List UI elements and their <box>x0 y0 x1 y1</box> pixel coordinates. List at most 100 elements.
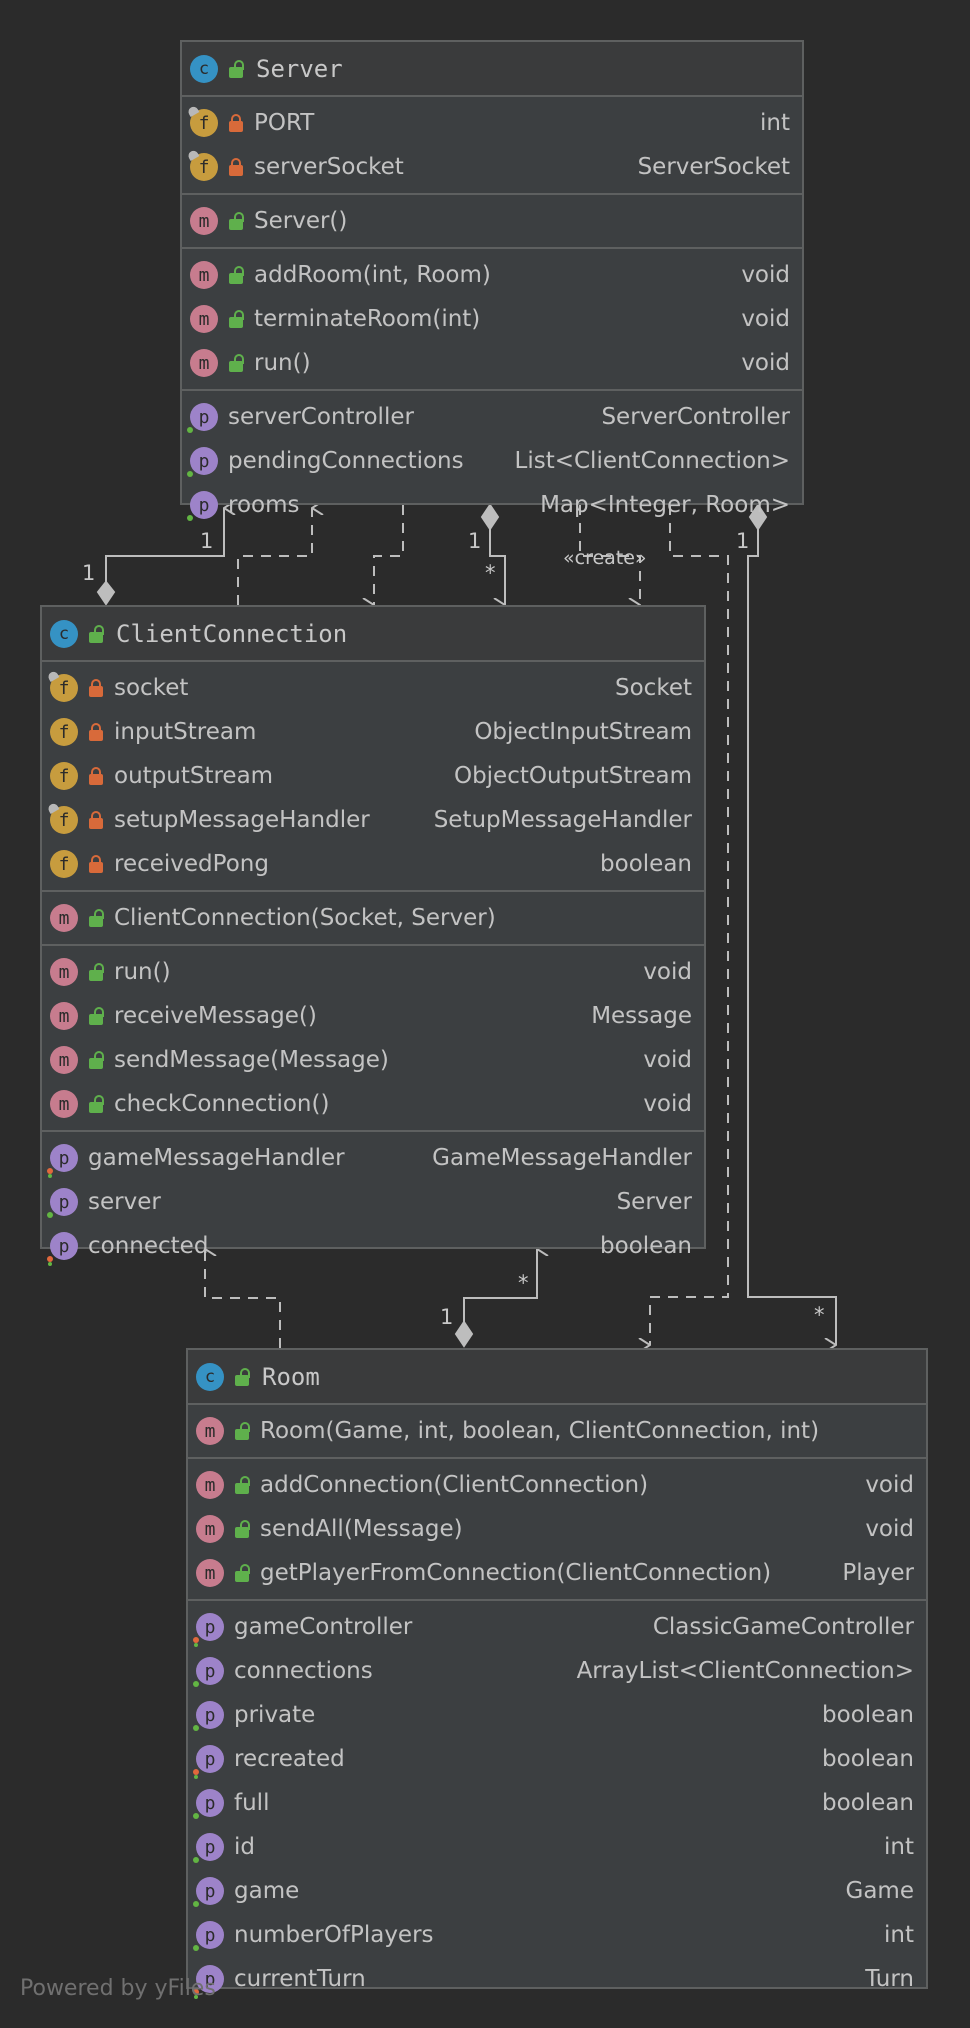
mult-label: 1 <box>736 529 749 553</box>
diamond-room <box>454 1320 474 1348</box>
property-row[interactable]: p connected boolean <box>42 1224 704 1268</box>
member-type: List<ClientConnection> <box>514 448 790 474</box>
diamond-server-1 <box>480 503 500 531</box>
property-row[interactable]: p gameController ClassicGameController <box>188 1605 926 1649</box>
method-row[interactable]: m run() void <box>182 341 802 385</box>
property-icon: p <box>47 1232 78 1262</box>
member-type: Message <box>591 1003 692 1029</box>
member-name: currentTurn <box>234 1966 366 1992</box>
method-row[interactable]: m checkConnection() void <box>42 1082 704 1126</box>
method-row[interactable]: m receiveMessage() Message <box>42 994 704 1038</box>
property-row[interactable]: p gameMessageHandler GameMessageHandler <box>42 1136 704 1180</box>
field-row[interactable]: f receivedPong boolean <box>42 842 704 886</box>
property-row[interactable]: p full boolean <box>188 1781 926 1825</box>
public-icon <box>88 909 104 927</box>
method-icon: m <box>196 1559 224 1587</box>
property-icon: p <box>193 1833 224 1863</box>
class-client-connection[interactable]: c ClientConnection f socket Socket f inp… <box>40 605 706 1262</box>
edge-create <box>579 505 641 605</box>
class-icon: c <box>190 54 218 83</box>
field-icon: f <box>190 109 218 137</box>
class-icon: c <box>50 619 78 648</box>
field-row[interactable]: f socket Socket <box>42 666 704 710</box>
edge-room-client-dep <box>204 1249 281 1348</box>
diamond-client <box>96 580 116 606</box>
public-icon <box>234 1520 250 1538</box>
field-row[interactable]: f outputStream ObjectOutputStream <box>42 754 704 798</box>
class-room[interactable]: c Room m Room(Game, int, boolean, Client… <box>186 1348 928 1995</box>
member-name: gameController <box>234 1614 413 1640</box>
member-name: run() <box>114 959 171 985</box>
member-type: int <box>884 1922 914 1948</box>
public-icon <box>228 266 244 284</box>
member-name: ClientConnection(Socket, Server) <box>114 905 496 931</box>
member-type: boolean <box>600 1233 692 1259</box>
field-icon: f <box>50 762 78 790</box>
member-type: boolean <box>822 1702 914 1728</box>
field-row[interactable]: f setupMessageHandler SetupMessageHandle… <box>42 798 704 842</box>
property-row[interactable]: p numberOfPlayers int <box>188 1913 926 1957</box>
property-row[interactable]: p serverController ServerController <box>182 395 802 439</box>
field-icon: f <box>50 850 78 878</box>
constructor-row[interactable]: m Room(Game, int, boolean, ClientConnect… <box>188 1409 926 1453</box>
field-row[interactable]: f serverSocket ServerSocket <box>182 145 802 189</box>
member-name: terminateRoom(int) <box>254 306 481 332</box>
class-server[interactable]: c Server f PORT int f serverSocket Serve… <box>180 40 804 521</box>
class-name: ClientConnection <box>116 619 348 648</box>
property-row[interactable]: p game Game <box>188 1869 926 1913</box>
edge-server-room-dep <box>650 505 729 1345</box>
property-row[interactable]: p connections ArrayList<ClientConnection… <box>188 1649 926 1693</box>
public-icon <box>88 963 104 981</box>
member-type: void <box>865 1516 914 1542</box>
properties-section: p gameMessageHandler GameMessageHandler … <box>42 1132 704 1272</box>
method-row[interactable]: m sendMessage(Message) void <box>42 1038 704 1082</box>
method-icon: m <box>190 261 218 289</box>
mult-label: 1 <box>200 529 213 553</box>
method-row[interactable]: m run() void <box>42 950 704 994</box>
public-icon <box>88 1007 104 1025</box>
property-row[interactable]: p server Server <box>42 1180 704 1224</box>
property-row[interactable]: p rooms Map<Integer, Room> <box>182 483 802 527</box>
member-name: recreated <box>234 1746 345 1772</box>
member-type: int <box>760 110 790 136</box>
member-name: connected <box>88 1233 209 1259</box>
constructor-row[interactable]: m Server() <box>182 199 802 243</box>
property-row[interactable]: p id int <box>188 1825 926 1869</box>
field-row[interactable]: f inputStream ObjectInputStream <box>42 710 704 754</box>
public-icon <box>88 1095 104 1113</box>
member-type: ArrayList<ClientConnection> <box>576 1658 914 1684</box>
property-icon: p <box>193 1965 224 1995</box>
constructors-section: m Server() <box>182 195 802 249</box>
property-row[interactable]: p private boolean <box>188 1693 926 1737</box>
property-icon: p <box>193 1877 224 1907</box>
diamond-server-2 <box>748 503 768 531</box>
mult-label: 1 <box>440 1305 453 1329</box>
method-row[interactable]: m sendAll(Message) void <box>188 1507 926 1551</box>
private-icon <box>88 679 104 697</box>
member-type: ObjectOutputStream <box>453 763 692 789</box>
private-icon <box>228 158 244 176</box>
method-row[interactable]: m terminateRoom(int) void <box>182 297 802 341</box>
constructor-row[interactable]: m ClientConnection(Socket, Server) <box>42 896 704 940</box>
method-icon: m <box>50 1002 78 1030</box>
member-type: GameMessageHandler <box>432 1145 692 1171</box>
field-row[interactable]: f PORT int <box>182 101 802 145</box>
mult-label: * <box>485 561 496 585</box>
member-name: gameMessageHandler <box>88 1145 345 1171</box>
property-row[interactable]: p recreated boolean <box>188 1737 926 1781</box>
method-row[interactable]: m addConnection(ClientConnection) void <box>188 1463 926 1507</box>
property-icon: p <box>193 1745 224 1775</box>
property-icon: p <box>187 447 218 477</box>
property-row[interactable]: p pendingConnections List<ClientConnecti… <box>182 439 802 483</box>
public-icon <box>228 354 244 372</box>
property-icon: p <box>193 1921 224 1951</box>
property-icon: p <box>193 1701 224 1731</box>
edge-client-server-assoc <box>105 508 224 590</box>
method-row[interactable]: m getPlayerFromConnection(ClientConnecti… <box>188 1551 926 1595</box>
property-row[interactable]: p currentTurn Turn <box>188 1957 926 2001</box>
class-icon: c <box>196 1362 224 1391</box>
method-row[interactable]: m addRoom(int, Room) void <box>182 253 802 297</box>
edge-client-server-dep <box>237 508 312 605</box>
member-type: ServerSocket <box>637 154 790 180</box>
member-name: addRoom(int, Room) <box>254 262 491 288</box>
